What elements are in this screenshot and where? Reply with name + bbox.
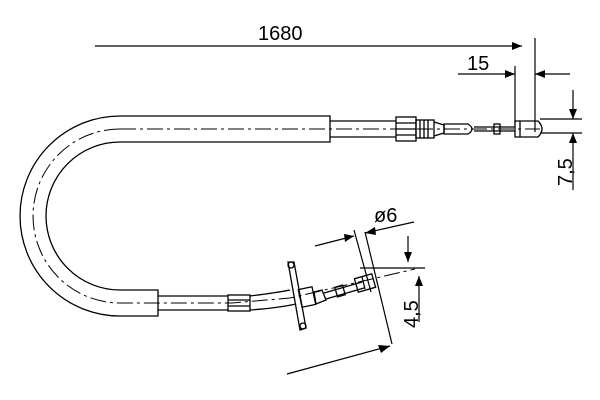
diameter-extension-right (364, 231, 393, 345)
lower-tube-bottom-bend (249, 303, 297, 311)
diameter-arrowhead-left (344, 234, 354, 242)
curved-sheath-inner-edge (45, 141, 121, 291)
lower-boot-body (313, 289, 327, 305)
upper-boot (443, 123, 473, 135)
mounting-bracket-bottom-hole (299, 322, 307, 330)
leader-arrow (286, 345, 391, 375)
end-fitting-length-label: 15 (467, 53, 489, 75)
end-spacing-label: 7,5 (555, 158, 577, 186)
curved-sheath (19, 115, 121, 317)
overall-length-arrowhead (512, 42, 522, 50)
leader-arrowhead (378, 345, 390, 353)
overall-length-label: 1680 (258, 23, 303, 45)
upper-inner-wire (474, 123, 515, 135)
end-spacing-dimension: 7,5 (540, 90, 582, 190)
end-spacing-arrowhead-bottom (569, 133, 577, 143)
upper-ferrule-body (415, 119, 435, 139)
end-spacing-arrowhead-top (569, 109, 577, 119)
upper-boot-body (443, 123, 473, 135)
nipple-offset-label: 4,5 (401, 300, 423, 328)
end-fitting-length-arrowhead-right (535, 70, 545, 78)
overall-length-dimension: 1680 (95, 23, 536, 132)
mounting-bracket-collar (297, 285, 317, 309)
lower-inner-tube (158, 289, 297, 311)
mounting-bracket-top-hole (287, 261, 295, 269)
curved-sheath-outer-edge (19, 115, 121, 317)
end-fitting-length-dimension: 15 (458, 53, 570, 122)
upper-hex-nut (395, 116, 417, 142)
leader-arrow-line (286, 345, 391, 375)
lower-end-nipple-body (353, 272, 377, 294)
diameter-arrowhead-right (365, 227, 376, 235)
lower-coupling (227, 294, 251, 312)
upper-end-nipple (514, 120, 543, 138)
cable-centerline (32, 128, 416, 304)
upper-threaded-ferrule (415, 119, 445, 139)
lower-boot (313, 289, 327, 305)
diameter-extension-left (353, 229, 372, 293)
diameter-label: ø6 (374, 205, 397, 227)
upper-inner-tube (330, 120, 396, 138)
lower-tube-top-bend (249, 289, 291, 297)
diameter-dimension: ø6 (314, 205, 415, 345)
lower-end-nipple (353, 272, 377, 294)
lower-coupling-body (227, 294, 251, 312)
nipple-offset-dimension: 4,5 (360, 236, 425, 328)
lower-wire-crimp (333, 284, 347, 298)
mounting-bracket (287, 261, 317, 331)
upper-end-nipple-body (514, 120, 543, 138)
end-fitting-length-arrowhead-left (505, 70, 515, 78)
mounting-bracket-plate (287, 261, 307, 331)
nipple-offset-arrowhead-bottom (415, 276, 423, 286)
upper-wire-crimp (493, 123, 501, 135)
nipple-offset-arrowhead-top (404, 252, 412, 262)
lower-end-nipple-line (361, 276, 366, 290)
